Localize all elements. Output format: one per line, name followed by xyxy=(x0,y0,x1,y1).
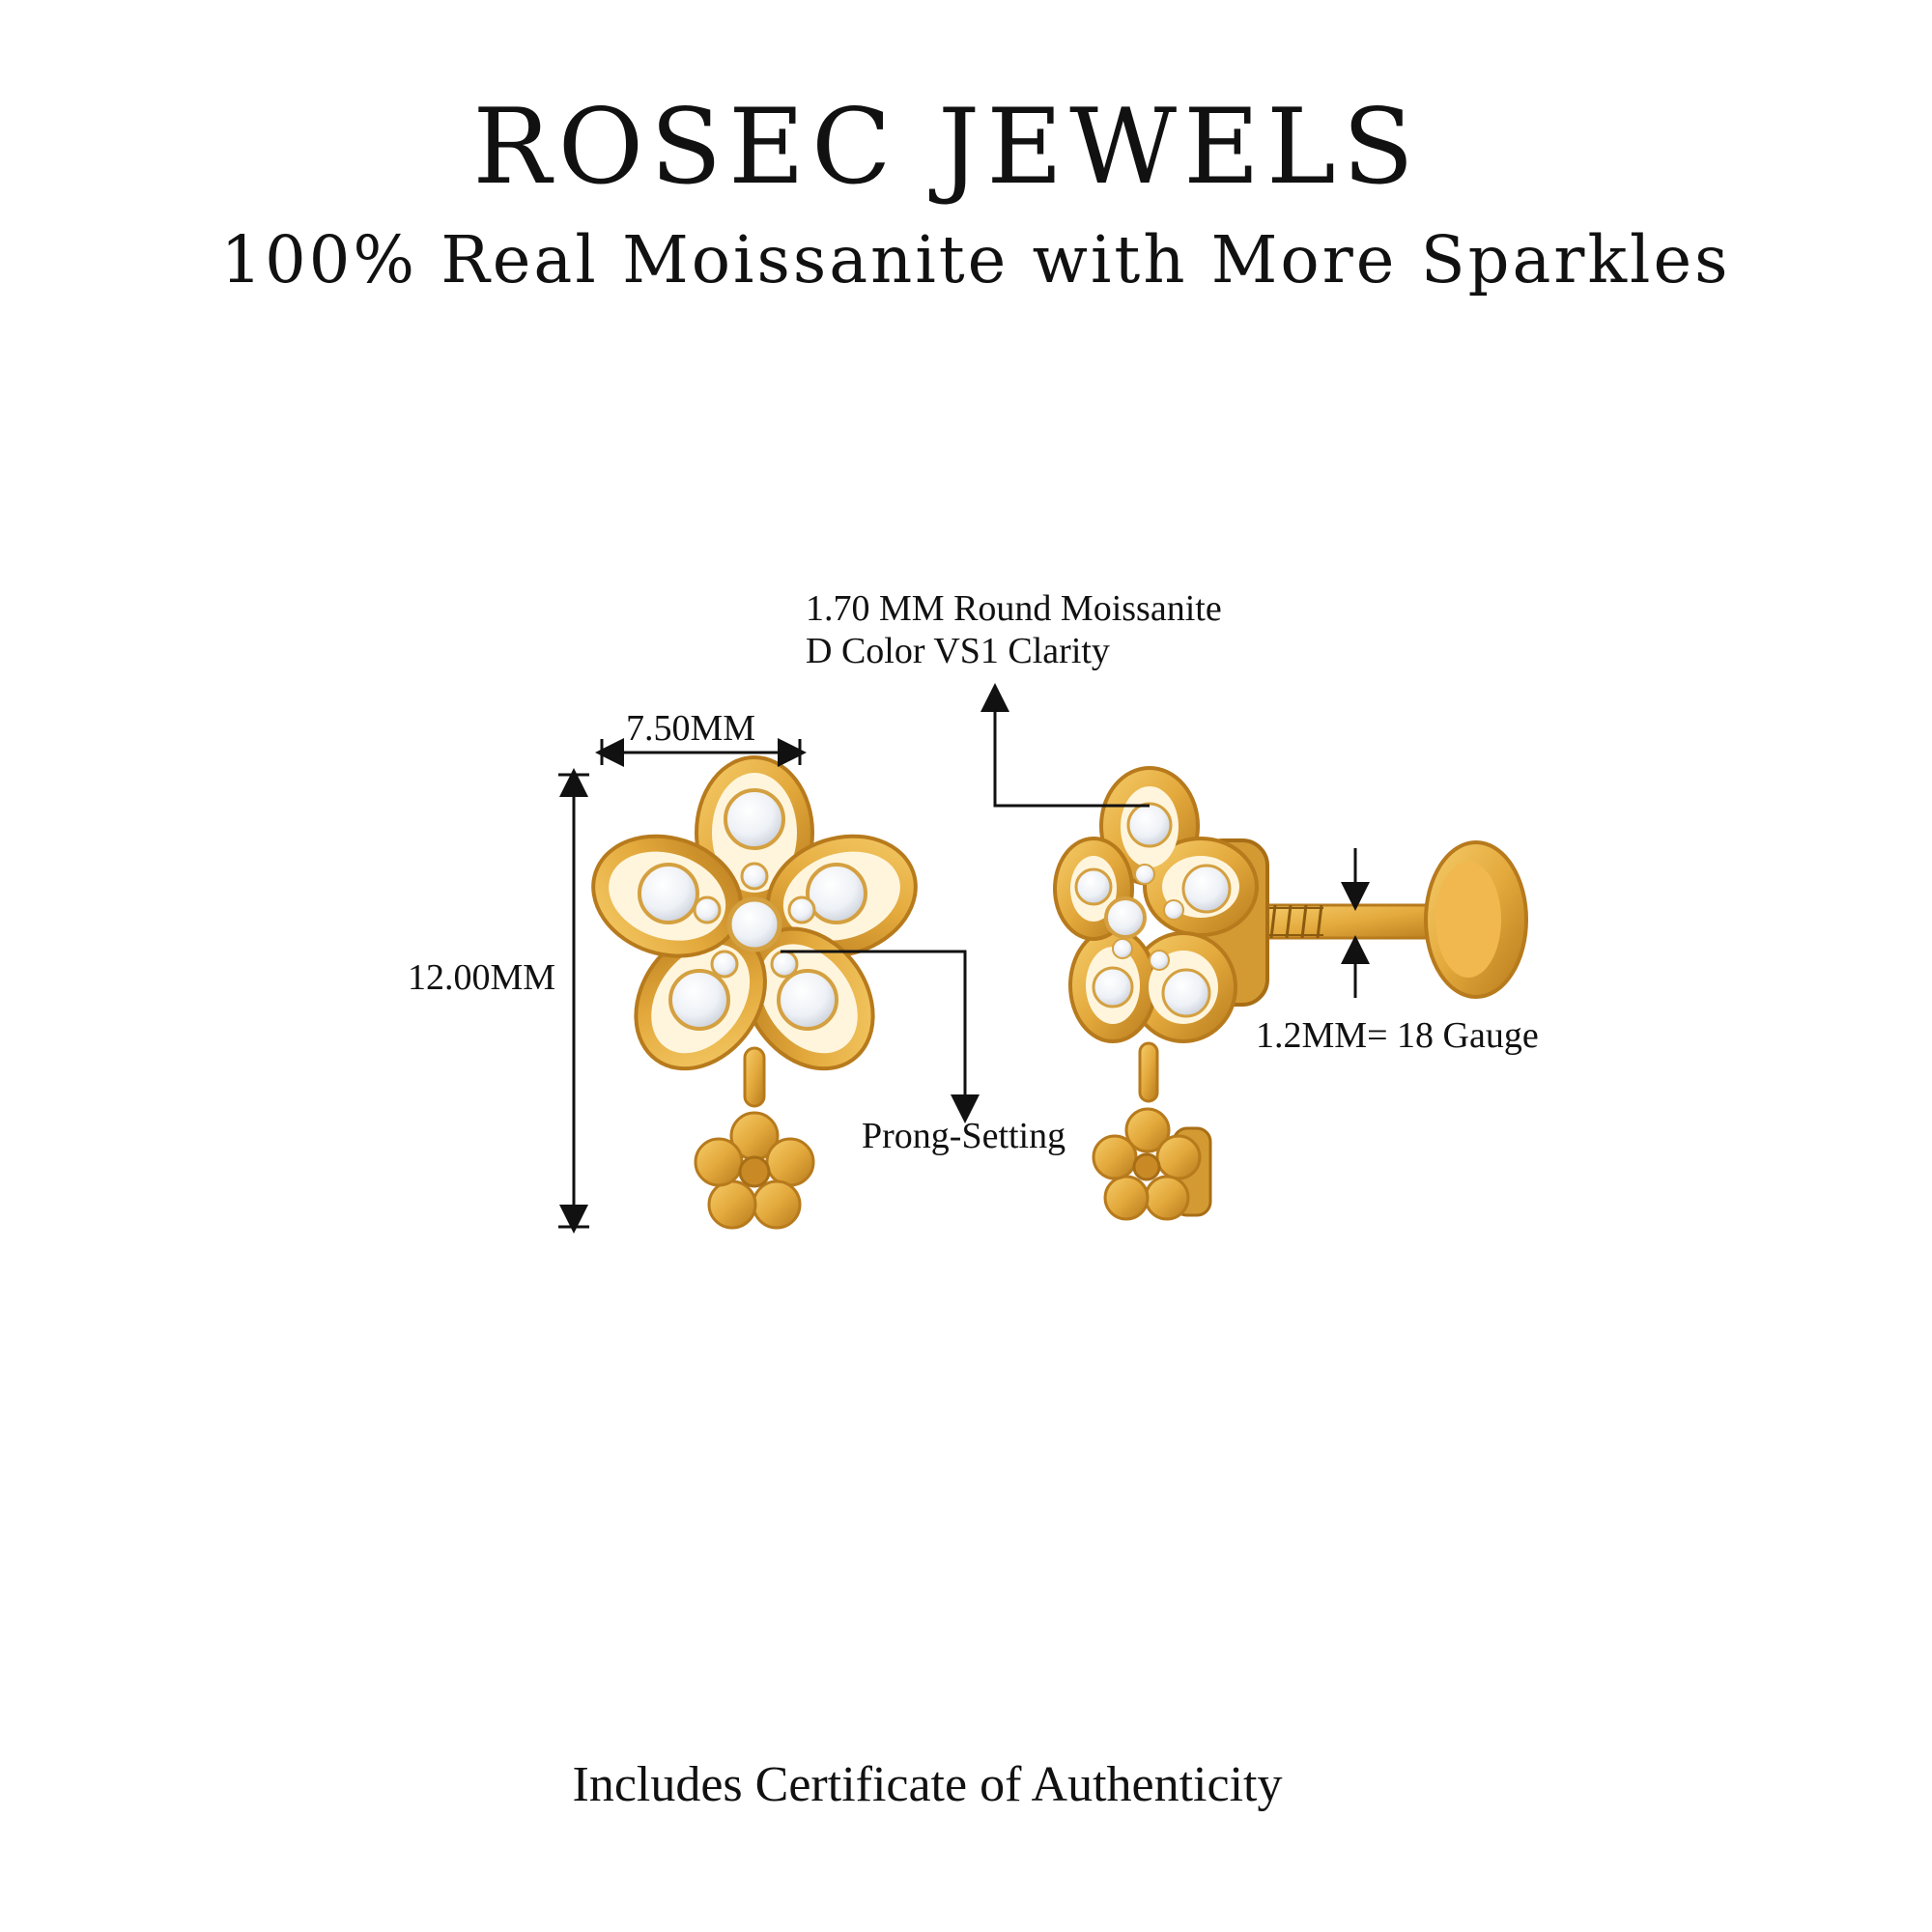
height-dimension-line xyxy=(558,768,589,1234)
brand-title: ROSEC JEWELS xyxy=(472,87,1421,208)
stone-spec-label: 1.70 MM Round Moissanite D Color VS1 Cla… xyxy=(806,587,1222,672)
earring-front-view xyxy=(591,755,918,1230)
stone-grade-text: D Color VS1 Clarity xyxy=(806,631,1110,671)
dangle-charm-side xyxy=(1092,1041,1212,1221)
prong-callout-line xyxy=(781,950,980,1123)
labret-post xyxy=(1254,840,1528,999)
certificate-text: Includes Certificate of Authenticity xyxy=(572,1757,1283,1812)
tagline: 100% Real Moissanite with More Sparkles xyxy=(220,222,1731,298)
prong-setting-label: Prong-Setting xyxy=(862,1116,1066,1156)
moissanite-stones-side xyxy=(1074,802,1232,1018)
dangle-charm-front xyxy=(694,1046,815,1230)
moissanite-stones-front xyxy=(638,788,867,1031)
height-label: 12.00MM xyxy=(408,957,556,998)
stone-size-text: 1.70 MM Round Moissanite xyxy=(806,588,1222,629)
width-label: 7.50MM xyxy=(626,708,756,749)
width-dimension-line xyxy=(595,738,807,767)
gauge-label: 1.2MM= 18 Gauge xyxy=(1256,1015,1539,1056)
earring-side-view xyxy=(1053,766,1528,1221)
small-flower-charm xyxy=(694,1111,815,1230)
stone-callout-line xyxy=(980,683,1150,808)
